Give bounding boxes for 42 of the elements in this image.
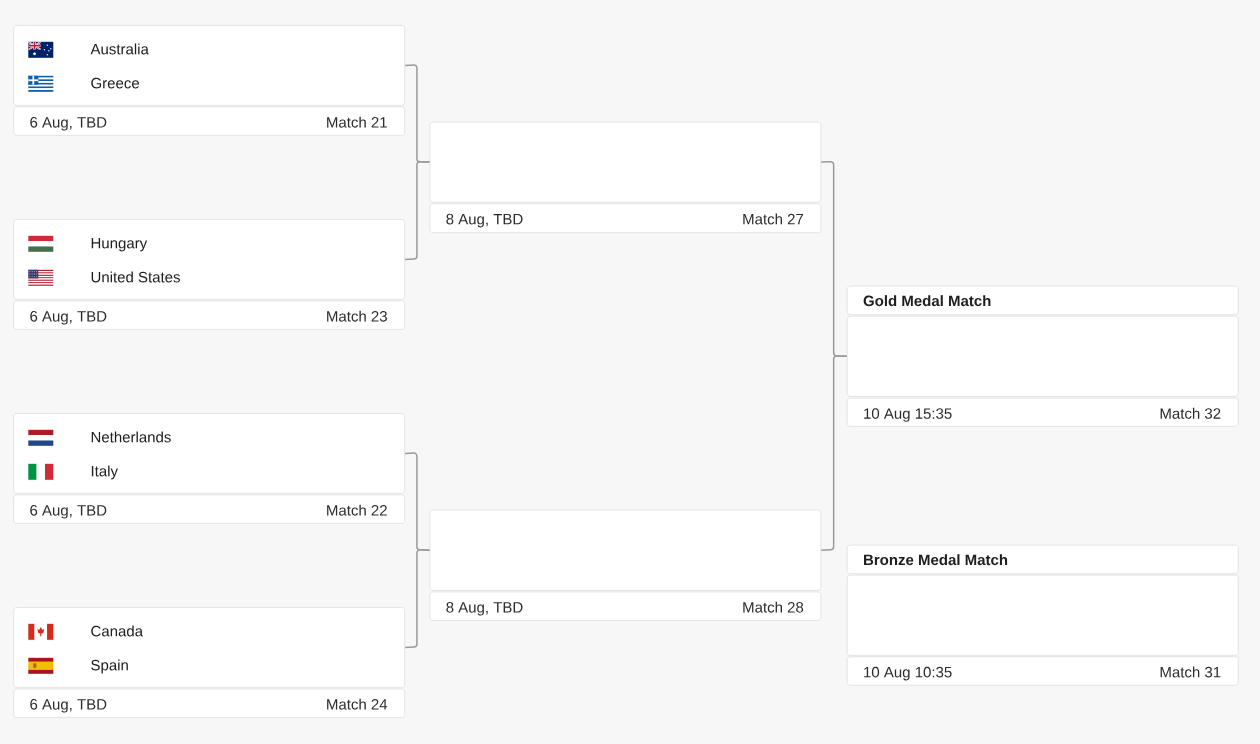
team-name: United States (91, 271, 180, 283)
date-text: 6 Aug, TBD (30, 311, 107, 325)
footer-bar (846, 397, 1239, 427)
date-text: 8 Aug, TBD (446, 602, 523, 616)
empty-box (429, 121, 822, 203)
team-name: Greece (91, 77, 139, 89)
empty-box (429, 509, 822, 591)
match-number: Match 27 (743, 213, 804, 225)
empty-box (846, 574, 1239, 656)
date-text: 6 Aug, TBD (30, 505, 107, 519)
match-card (13, 25, 406, 106)
match-number: Match 24 (327, 698, 388, 710)
match-number: Match 28 (743, 601, 804, 613)
heading-bar: Gold Medal Match (846, 285, 1239, 316)
footer-bar (429, 203, 822, 234)
match-card (13, 413, 406, 494)
date-text: 6 Aug, TBD (30, 117, 107, 131)
match-number: Match 23 (327, 310, 387, 322)
match-number: Match 21 (327, 116, 387, 128)
match-card (13, 607, 406, 688)
empty-box (846, 315, 1239, 397)
date-text: 6 Aug, TBD (30, 699, 107, 713)
team-name: Netherlands (91, 431, 171, 443)
team-name: Italy (91, 465, 118, 480)
date-text: 10 Aug 10:35 (864, 666, 952, 681)
heading-bar: Bronze Medal Match (846, 544, 1239, 575)
match-number: Match 32 (1160, 407, 1221, 419)
date-text: 8 Aug, TBD (446, 213, 523, 228)
footer-bar (13, 494, 406, 524)
footer-bar (13, 106, 406, 136)
footer-bar (13, 300, 406, 330)
footer-bar (13, 688, 406, 718)
match-number: Match 22 (327, 504, 387, 516)
footer-bar (846, 656, 1239, 686)
team-name: Spain (91, 659, 128, 674)
match-number: Match 31 (1160, 666, 1221, 678)
date-text: 10 Aug 15:35 (864, 408, 952, 422)
team-name: Hungary (91, 238, 148, 252)
match-card (13, 219, 406, 300)
team-name: Australia (90, 43, 149, 55)
footer-bar (429, 591, 822, 621)
team-name: Canada (91, 625, 144, 637)
